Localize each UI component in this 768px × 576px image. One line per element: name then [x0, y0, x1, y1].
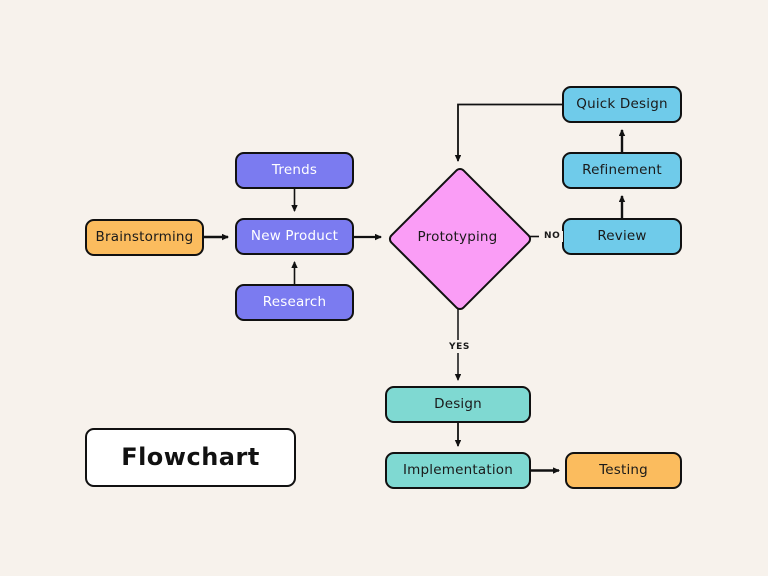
node-brainstorming-label: Brainstorming [95, 229, 194, 246]
node-research[interactable]: Research [235, 284, 354, 321]
node-prototyping-label: Prototyping [417, 228, 498, 245]
edge-label-no: NO [541, 231, 564, 242]
node-refinement[interactable]: Refinement [562, 152, 682, 189]
node-refinement-label: Refinement [582, 162, 662, 179]
node-review[interactable]: Review [562, 218, 682, 255]
node-quick-design[interactable]: Quick Design [562, 86, 682, 123]
node-new-product[interactable]: New Product [235, 218, 354, 255]
node-design-label: Design [434, 396, 482, 413]
node-prototyping[interactable]: Prototyping [385, 164, 534, 313]
flowchart-title-card: Flowchart [85, 428, 296, 487]
node-testing[interactable]: Testing [565, 452, 682, 489]
edge-label-yes: YES [446, 342, 473, 353]
node-quick-design-label: Quick Design [576, 96, 668, 113]
node-new-product-label: New Product [250, 228, 339, 245]
edge-quick-design-to-prototyping [454, 103, 562, 162]
node-implementation-label: Implementation [403, 462, 513, 479]
node-review-label: Review [597, 228, 647, 245]
node-trends[interactable]: Trends [235, 152, 354, 189]
node-brainstorming[interactable]: Brainstorming [85, 219, 204, 256]
node-trends-label: Trends [271, 162, 318, 179]
flowchart-title-label: Flowchart [121, 443, 260, 472]
node-implementation[interactable]: Implementation [385, 452, 531, 489]
node-research-label: Research [262, 294, 327, 311]
node-design[interactable]: Design [385, 386, 531, 423]
node-testing-label: Testing [599, 462, 648, 479]
